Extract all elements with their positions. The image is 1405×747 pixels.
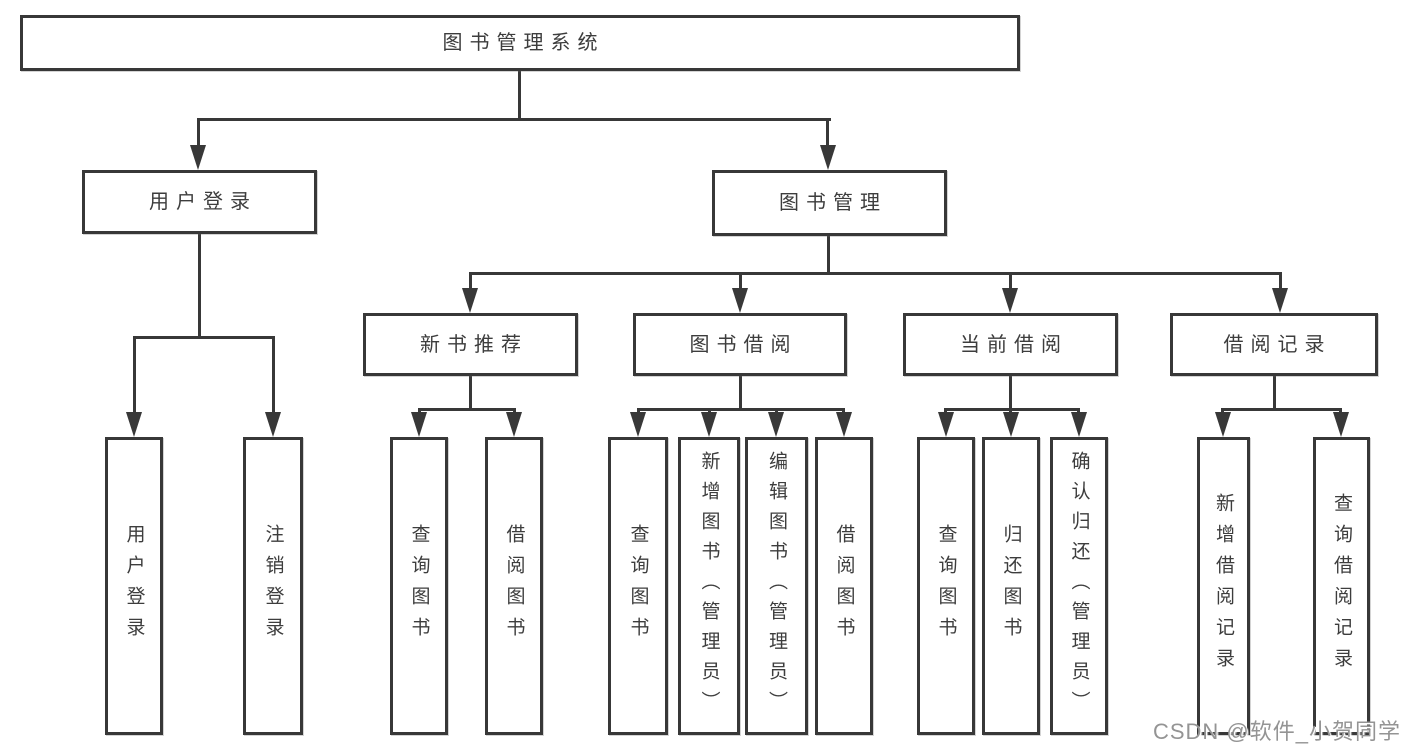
leaf-bb-edit-book-label: 编辑图书（管理员） — [766, 451, 787, 721]
arrowhead-br-query-record — [1333, 412, 1349, 437]
connector-newbookrec-hbar — [418, 408, 516, 411]
connector-borrowrecords-stem — [1273, 375, 1276, 411]
node-user-login-label: 用户登录 — [149, 191, 257, 213]
leaf-bb-query-book: 查询图书 — [608, 437, 668, 735]
connector-userlogin-drop-left — [133, 336, 136, 414]
arrowhead-cb-query-book — [938, 412, 954, 437]
leaf-br-query-record-label: 查询借阅记录 — [1331, 493, 1352, 679]
connector-borrowrecords-drop-2 — [1339, 408, 1342, 414]
leaf-cb-confirm-return: 确认归还（管理员） — [1050, 437, 1108, 735]
arrowhead-bb-add-book — [701, 412, 717, 437]
node-root-label: 图书管理系统 — [442, 32, 605, 54]
leaf-user-login: 用户登录 — [105, 437, 163, 735]
leaf-user-login-label: 用户登录 — [123, 524, 145, 648]
leaf-rec-query-book: 查询图书 — [390, 437, 448, 735]
leaf-cb-query-book: 查询图书 — [917, 437, 975, 735]
arrowhead-br-add-record — [1215, 412, 1231, 437]
node-borrow-records: 借阅记录 — [1170, 313, 1378, 376]
connector-currentborrow-stem — [1009, 375, 1012, 411]
node-book-mgmt: 图书管理 — [712, 170, 947, 236]
connector-bookmgmt-stem — [827, 235, 830, 275]
node-book-mgmt-label: 图书管理 — [779, 192, 887, 214]
connector-bookborrow-stem — [739, 375, 742, 411]
arrowhead-borrow-records — [1272, 288, 1288, 313]
connector-userlogin-hbar — [134, 336, 275, 339]
connector-bookborrow-hbar — [637, 408, 844, 411]
connector-bookborrow-drop-3 — [775, 408, 778, 414]
connector-bookborrow-drop-4 — [842, 408, 845, 414]
leaf-rec-borrow-book-label: 借阅图书 — [503, 524, 525, 648]
node-user-login: 用户登录 — [82, 170, 317, 234]
node-new-book-rec: 新书推荐 — [363, 313, 578, 376]
arrowhead-cb-confirm-return — [1071, 412, 1087, 437]
connector-bookmgmt-drop-2 — [739, 272, 742, 290]
connector-currentborrow-drop-1 — [944, 408, 947, 414]
arrowhead-rec-query-book — [411, 412, 427, 437]
arrowhead-current-borrow — [1002, 288, 1018, 313]
connector-userlogin-drop-right — [272, 336, 275, 414]
connector-bookmgmt-hbar — [470, 272, 1282, 275]
leaf-bb-add-book: 新增图书（管理员） — [678, 437, 740, 735]
leaf-cb-return-book: 归还图书 — [982, 437, 1040, 735]
connector-userlogin-stem — [198, 233, 201, 338]
leaf-bb-edit-book: 编辑图书（管理员） — [745, 437, 808, 735]
node-current-borrow-label: 当前借阅 — [960, 333, 1068, 356]
connector-borrowrecords-drop-1 — [1221, 408, 1224, 414]
node-root: 图书管理系统 — [20, 15, 1020, 71]
node-book-borrow: 图书借阅 — [633, 313, 847, 376]
node-new-book-rec-label: 新书推荐 — [420, 333, 528, 356]
leaf-rec-query-book-label: 查询图书 — [408, 524, 430, 648]
node-borrow-records-label: 借阅记录 — [1223, 333, 1332, 356]
leaf-bb-borrow-book-label: 借阅图书 — [833, 524, 855, 648]
leaf-bb-borrow-book: 借阅图书 — [815, 437, 873, 735]
leaf-cb-query-book-label: 查询图书 — [935, 524, 957, 648]
arrowhead-bb-edit-book — [768, 412, 784, 437]
arrowhead-bb-query-book — [630, 412, 646, 437]
connector-root-drop-left — [197, 118, 200, 148]
leaf-cb-confirm-return-label: 确认归还（管理员） — [1068, 451, 1090, 721]
node-current-borrow: 当前借阅 — [903, 313, 1118, 376]
arrowhead-new-book-rec — [462, 288, 478, 313]
connector-borrowrecords-hbar — [1221, 408, 1341, 411]
arrowhead-book-borrow — [732, 288, 748, 313]
connector-currentborrow-drop-3 — [1077, 408, 1080, 414]
connector-bookmgmt-drop-4 — [1279, 272, 1282, 290]
connector-newbookrec-stem — [469, 375, 472, 411]
arrowhead-bb-borrow-book — [836, 412, 852, 437]
leaf-br-add-record: 新增借阅记录 — [1197, 437, 1250, 735]
csdn-watermark: CSDN @软件_小贺同学 — [1152, 719, 1401, 744]
connector-root-drop-right — [826, 118, 829, 148]
connector-root-stem — [518, 70, 521, 120]
connector-currentborrow-drop-2 — [1009, 408, 1012, 414]
connector-bookmgmt-drop-3 — [1009, 272, 1012, 290]
leaf-bb-add-book-label: 新增图书（管理员） — [698, 451, 720, 721]
connector-newbookrec-drop-2 — [513, 408, 516, 414]
leaf-rec-borrow-book: 借阅图书 — [485, 437, 543, 735]
leaf-cb-return-book-label: 归还图书 — [1000, 524, 1022, 648]
node-book-borrow-label: 图书借阅 — [689, 333, 798, 356]
connector-bookmgmt-drop-1 — [469, 272, 472, 290]
arrowhead-book-mgmt — [820, 145, 836, 170]
connector-newbookrec-drop-1 — [418, 408, 421, 414]
connector-bookborrow-drop-1 — [637, 408, 640, 414]
leaf-logout-label: 注销登录 — [262, 524, 284, 648]
connector-bookborrow-drop-2 — [708, 408, 711, 414]
leaf-br-query-record: 查询借阅记录 — [1313, 437, 1370, 735]
leaf-logout: 注销登录 — [243, 437, 303, 735]
leaf-br-add-record-label: 新增借阅记录 — [1213, 493, 1234, 679]
arrowhead-rec-borrow-book — [506, 412, 522, 437]
arrowhead-logout-leaf — [265, 412, 281, 437]
arrowhead-user-login — [190, 145, 206, 170]
arrowhead-login-leaf — [126, 412, 142, 437]
arrowhead-cb-return-book — [1003, 412, 1019, 437]
connector-root-hbar — [198, 118, 831, 121]
leaf-bb-query-book-label: 查询图书 — [627, 524, 649, 648]
